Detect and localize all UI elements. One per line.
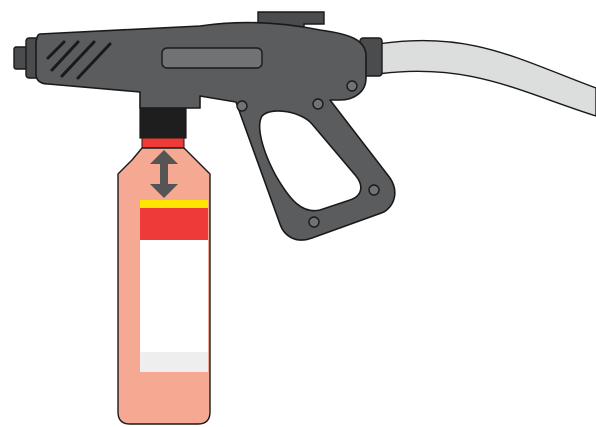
bottle-label-band [140,352,208,372]
screw-icon [369,185,379,195]
screw-icon [309,217,319,227]
nozzle-collar-seal [142,138,184,148]
screw-icon [237,101,247,111]
hose [378,40,596,116]
nozzle-collar [140,108,186,138]
bottle-label-stripe-red [140,208,208,240]
bottle-label-stripe-yellow [140,200,208,208]
screw-icon [313,99,323,109]
hose-tube [378,40,596,116]
screw-icon [347,81,357,91]
top-grip-slot [162,48,262,68]
